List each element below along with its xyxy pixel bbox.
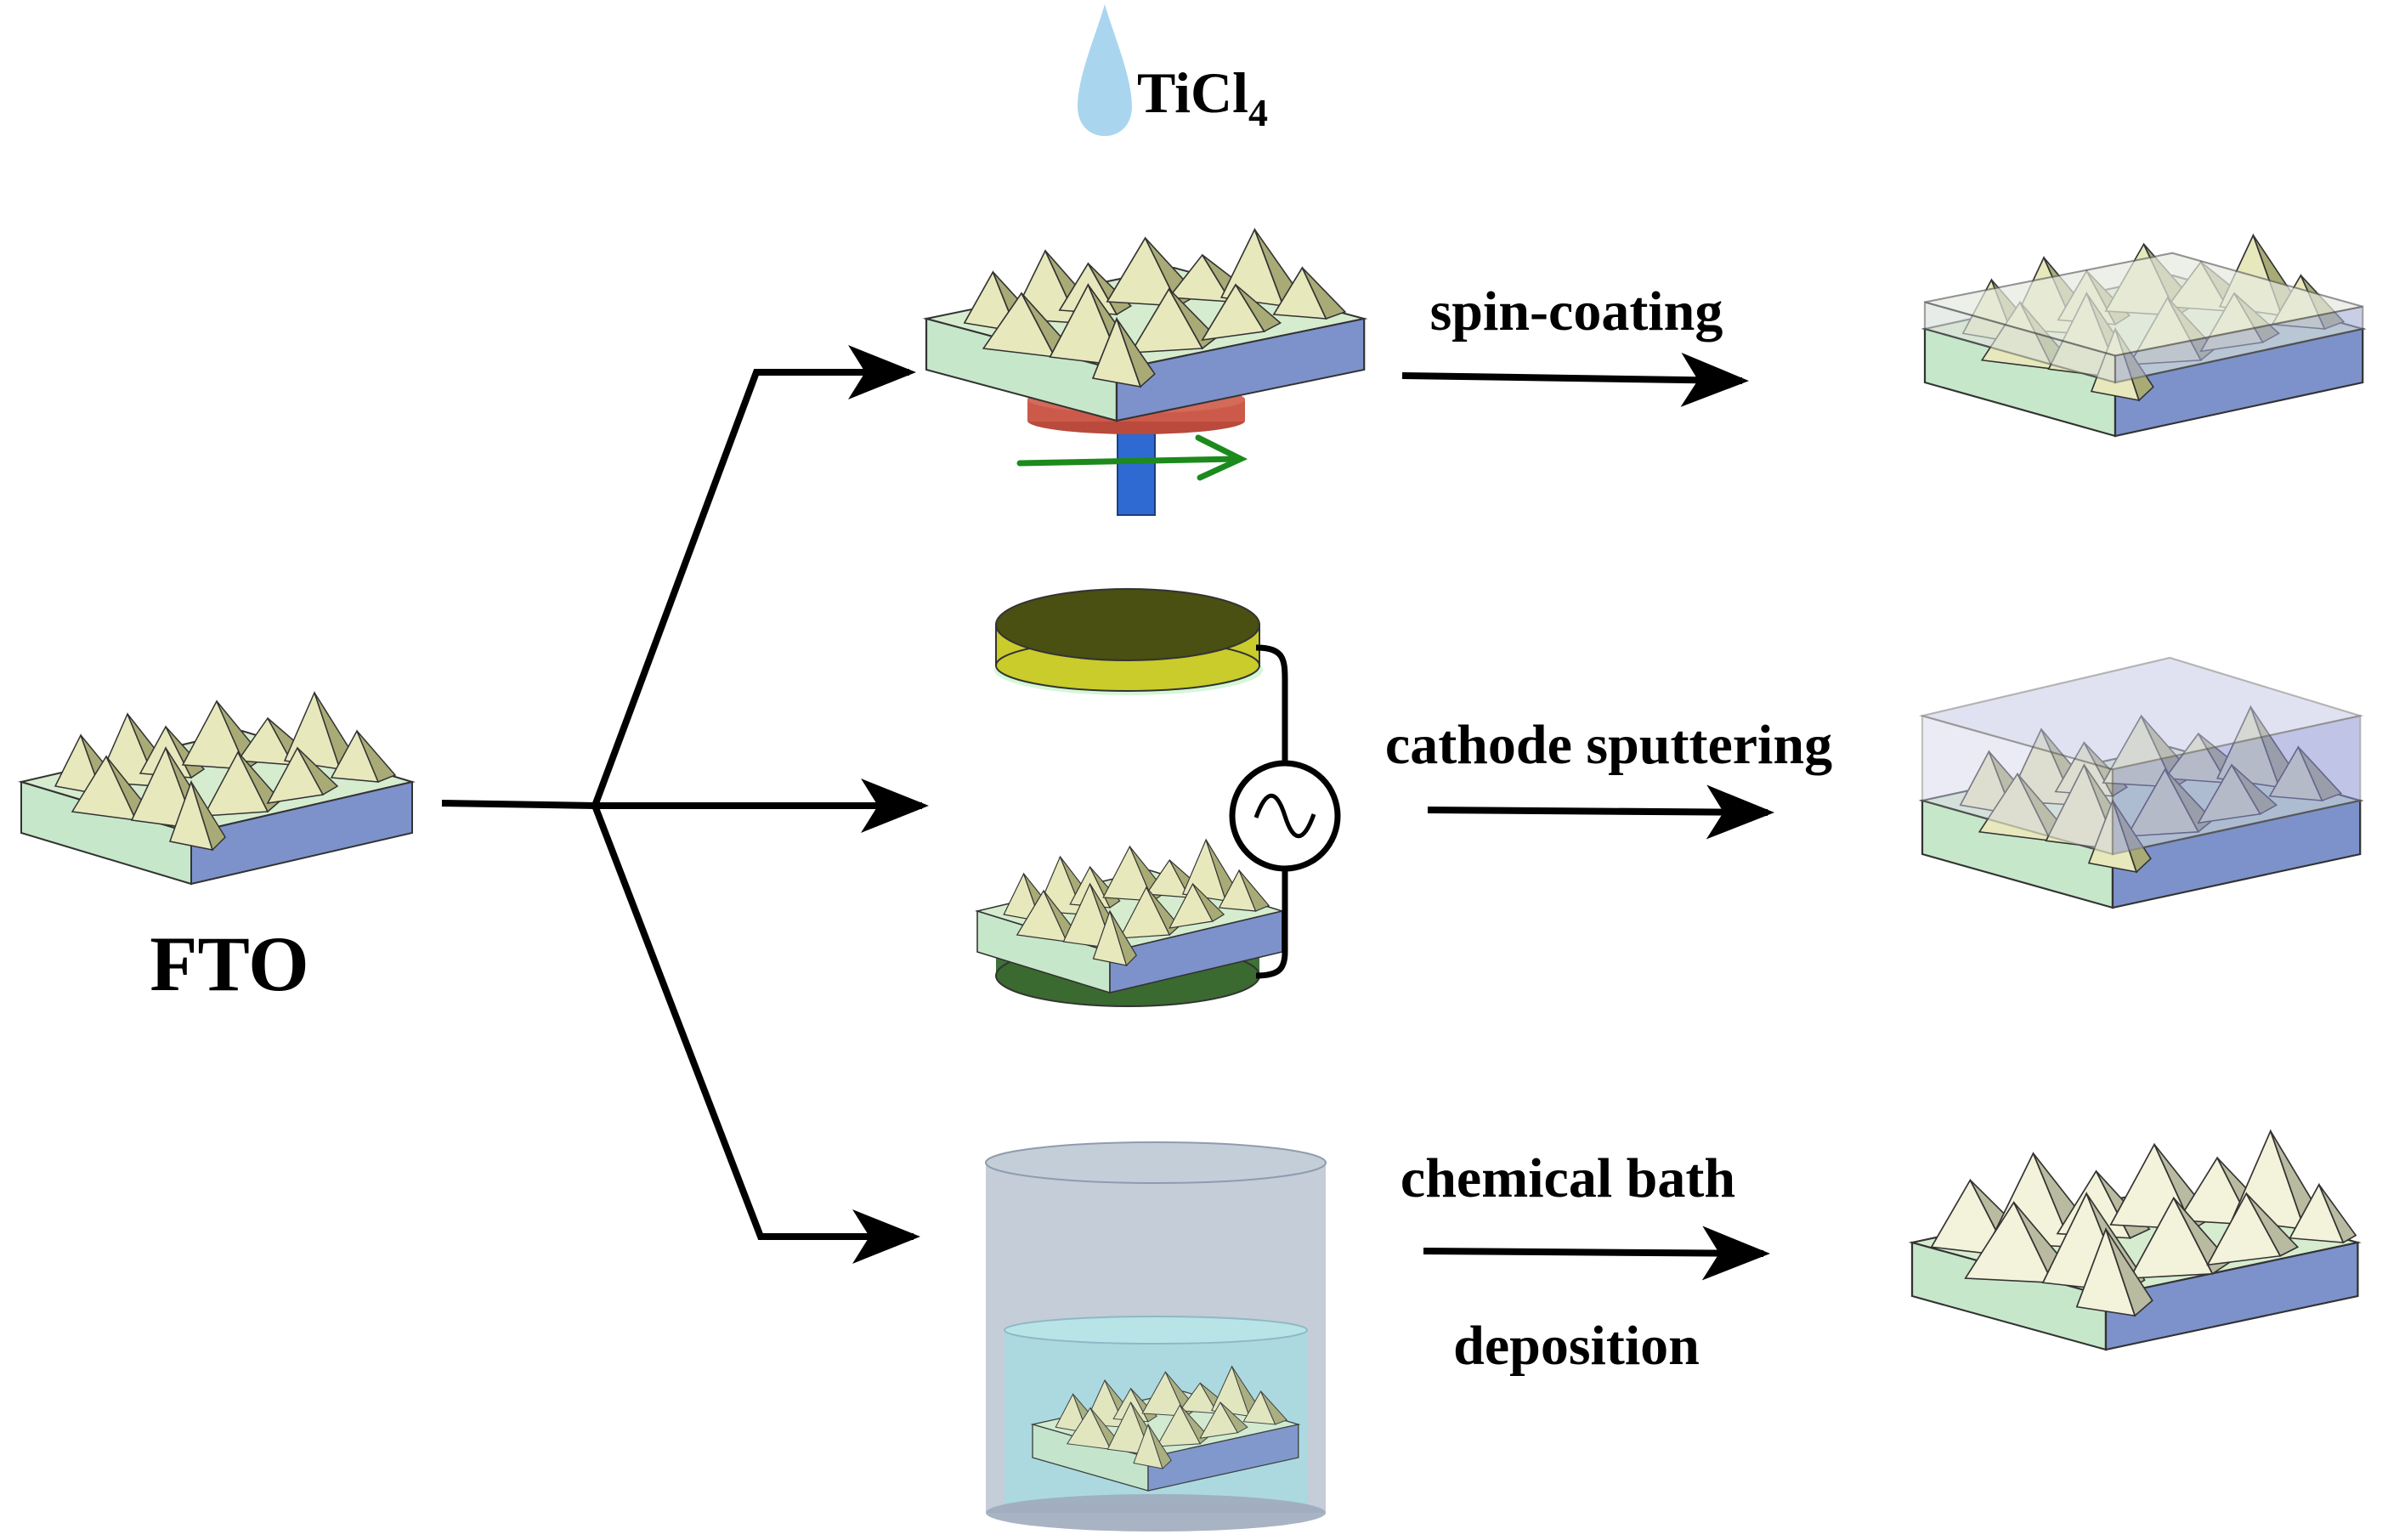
result-spin-coating xyxy=(1923,234,2364,438)
branch-arrow-bottom xyxy=(591,804,920,1264)
label-cathode-sputtering: cathode sputtering xyxy=(1385,714,1832,776)
branch-stem xyxy=(441,800,596,809)
branch-arrow-top xyxy=(591,345,916,807)
label-spin-coating: spin-coating xyxy=(1430,280,1723,343)
arrow-spin-coating xyxy=(1401,352,1749,407)
arrow-cathode-sputtering xyxy=(1427,784,1774,840)
result-cathode-sputtering xyxy=(1918,656,2364,909)
ac-source-icon xyxy=(1229,760,1341,872)
precursor-label: TiCl4 xyxy=(1137,60,1268,134)
label-chemical-bath: chemical bath xyxy=(1401,1147,1735,1209)
result-chemical-bath xyxy=(1910,1129,2359,1351)
fto-substrate xyxy=(20,692,413,885)
chemical-bath-beaker xyxy=(985,1141,1327,1532)
ticl4-droplet-icon xyxy=(1078,4,1132,136)
arrow-chemical-bath xyxy=(1423,1226,1770,1281)
label-deposition: deposition xyxy=(1453,1315,1700,1377)
fto-label: FTO xyxy=(150,920,308,1007)
sputtering-setup xyxy=(976,588,1341,1007)
rotation-arrow-icon xyxy=(1016,434,1248,481)
spin-coater xyxy=(925,228,1366,516)
branch-arrows xyxy=(441,345,929,1264)
spin-shaft xyxy=(1117,422,1156,516)
